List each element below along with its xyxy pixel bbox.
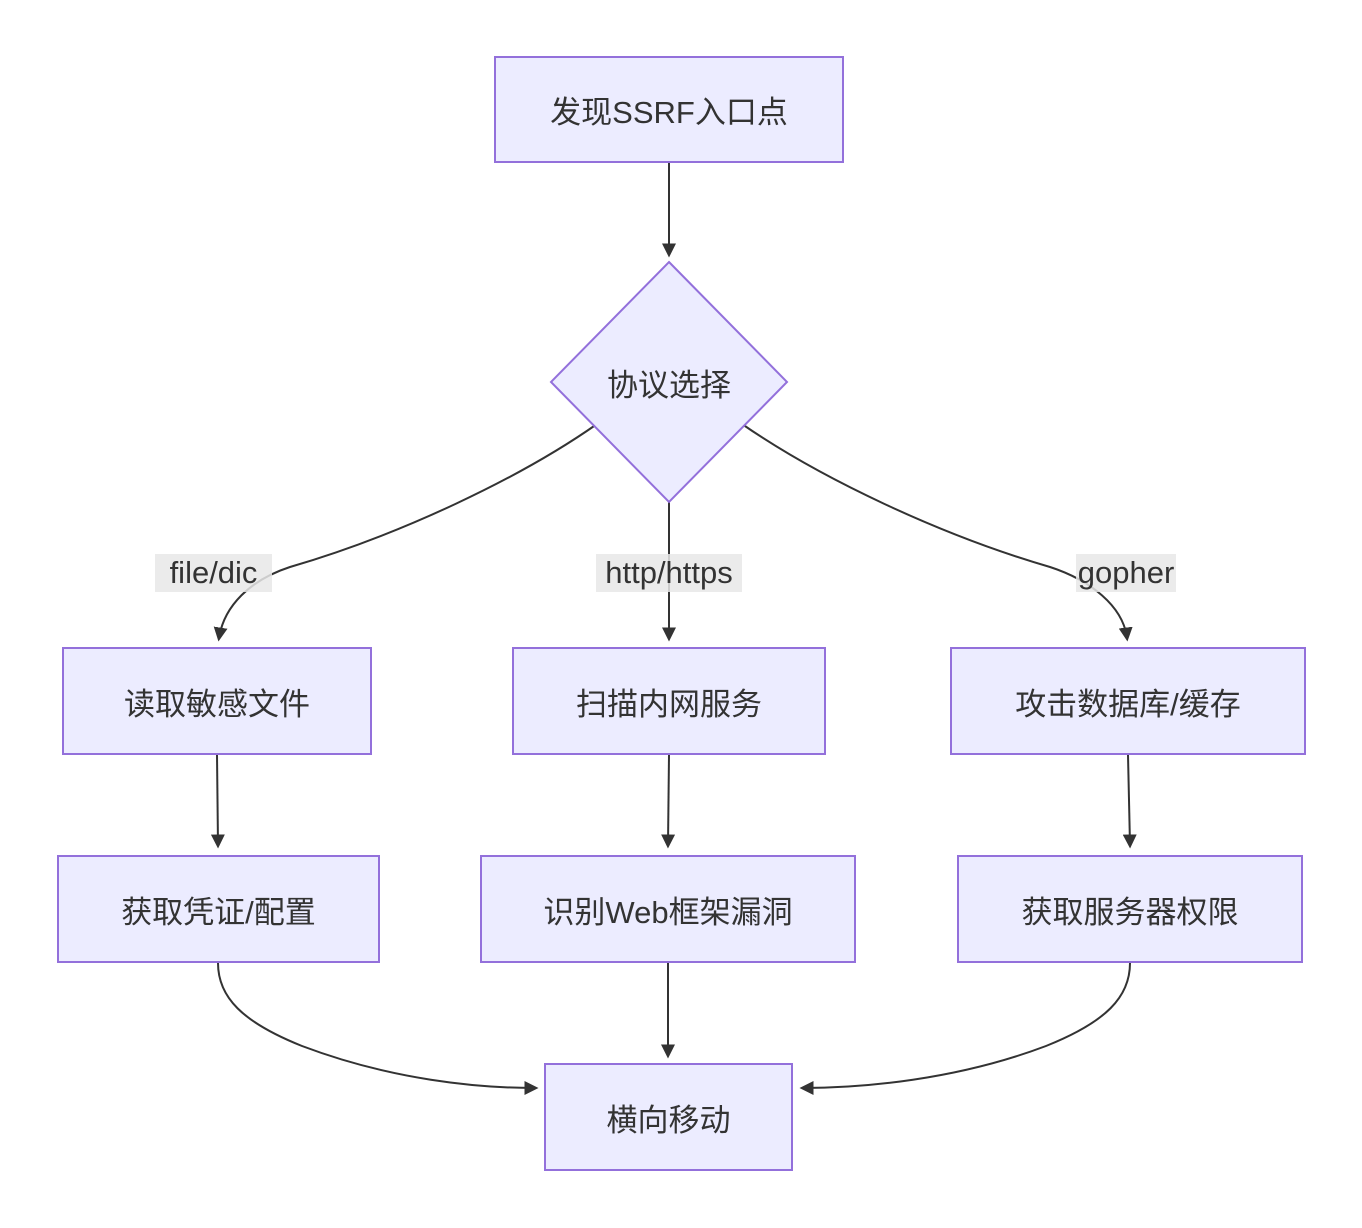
edge-label-file-dic: file/dic (155, 554, 272, 592)
edge-label-text: gopher (1077, 555, 1175, 590)
node-label: 攻击数据库/缓存 (1015, 686, 1241, 722)
edge-get-server-to-lateral (799, 962, 1131, 1095)
node-identify-web-framework-vulns: 识别Web框架漏洞 (480, 855, 856, 963)
node-scan-intranet-services: 扫描内网服务 (512, 647, 826, 755)
node-get-credentials-config: 获取凭证/配置 (57, 855, 380, 963)
decision-diamond-shape (549, 260, 789, 504)
edge-attack-db-to-get-server (1122, 754, 1137, 849)
node-label: 横向移动 (606, 1102, 731, 1138)
node-get-server-privileges: 获取服务器权限 (957, 855, 1303, 963)
edge-label-text: file/dic (169, 555, 258, 590)
edge-label-gopher: gopher (1076, 554, 1176, 592)
edge-protocol-to-read-files (213, 423, 598, 642)
edge-protocol-to-attack-db (741, 423, 1133, 642)
node-read-sensitive-files: 读取敏感文件 (62, 647, 372, 755)
node-label: 识别Web框架漏洞 (543, 894, 793, 930)
node-label: 获取凭证/配置 (121, 894, 316, 930)
node-label: 协议选择 (607, 367, 731, 403)
node-label: 发现SSRF入口点 (550, 95, 788, 130)
node-label: 扫描内网服务 (576, 686, 762, 722)
edge-scan-intranet-to-identify-web (661, 754, 676, 849)
node-label: 获取服务器权限 (1021, 894, 1239, 930)
edge-get-creds-to-lateral (217, 962, 539, 1095)
edge-read-files-to-get-creds (210, 754, 225, 849)
node-protocol-selection: 协议选择 (569, 360, 769, 404)
node-attack-database-cache: 攻击数据库/缓存 (950, 647, 1306, 755)
edge-label-text: http/https (605, 555, 733, 590)
edge-label-http-https: http/https (596, 554, 742, 592)
node-label: 读取敏感文件 (124, 686, 310, 722)
node-discover-ssrf-entry: 发现SSRF入口点 (494, 56, 844, 163)
node-lateral-movement: 横向移动 (544, 1063, 793, 1171)
